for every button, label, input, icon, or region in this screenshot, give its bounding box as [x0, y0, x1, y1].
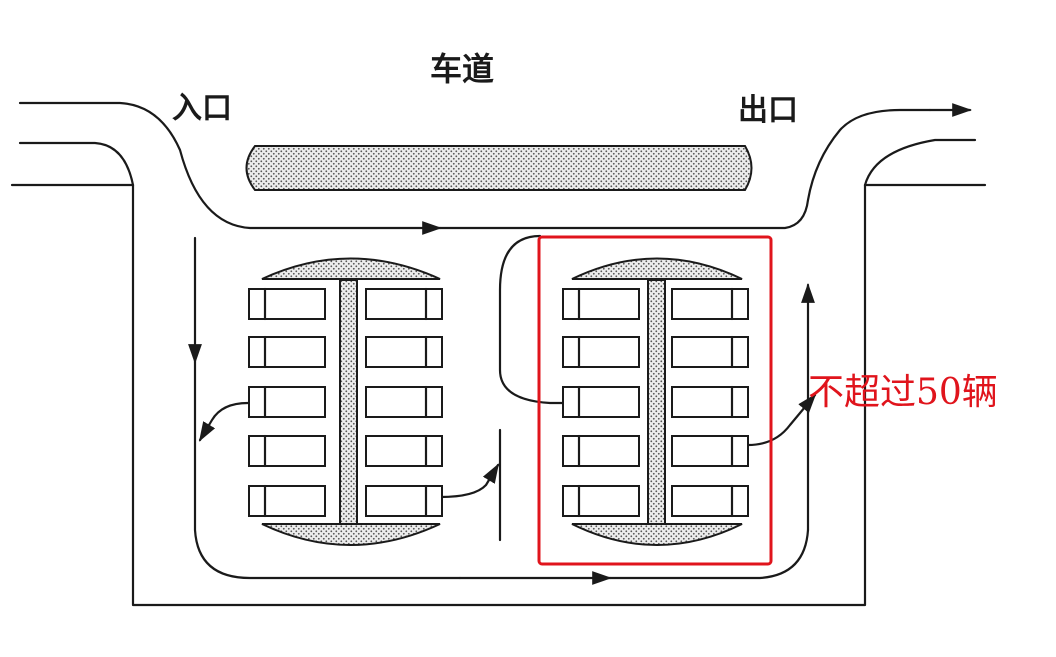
parking-block-right [562, 257, 749, 546]
island-bottom-right [571, 523, 743, 546]
parking-block-left [248, 257, 443, 546]
stalls-right-column-a [562, 287, 640, 518]
stalls-left-column-a [248, 287, 326, 518]
center-aisle-right [647, 279, 666, 525]
stalls-right-column-b [671, 287, 749, 518]
highlight-box [537, 235, 773, 566]
island-top-left [261, 257, 441, 280]
main-road [10, 138, 987, 187]
island-bottom-left [261, 523, 441, 546]
entrance-flow-arrow [18, 101, 972, 235]
exit-label: 出口 [738, 93, 798, 128]
island-top-right [571, 257, 743, 280]
left-circulation [188, 236, 500, 580]
stalls-left-column-b [365, 287, 443, 518]
center-aisle-left [339, 279, 358, 525]
roadway-label: 车道 [430, 50, 494, 88]
road-median [245, 145, 753, 191]
middle-connector [498, 234, 565, 542]
bottom-flow [458, 283, 817, 585]
lot-boundary [131, 183, 867, 607]
entrance-label: 入口 [172, 91, 232, 126]
capacity-note: 不超过50辆 [808, 372, 998, 413]
